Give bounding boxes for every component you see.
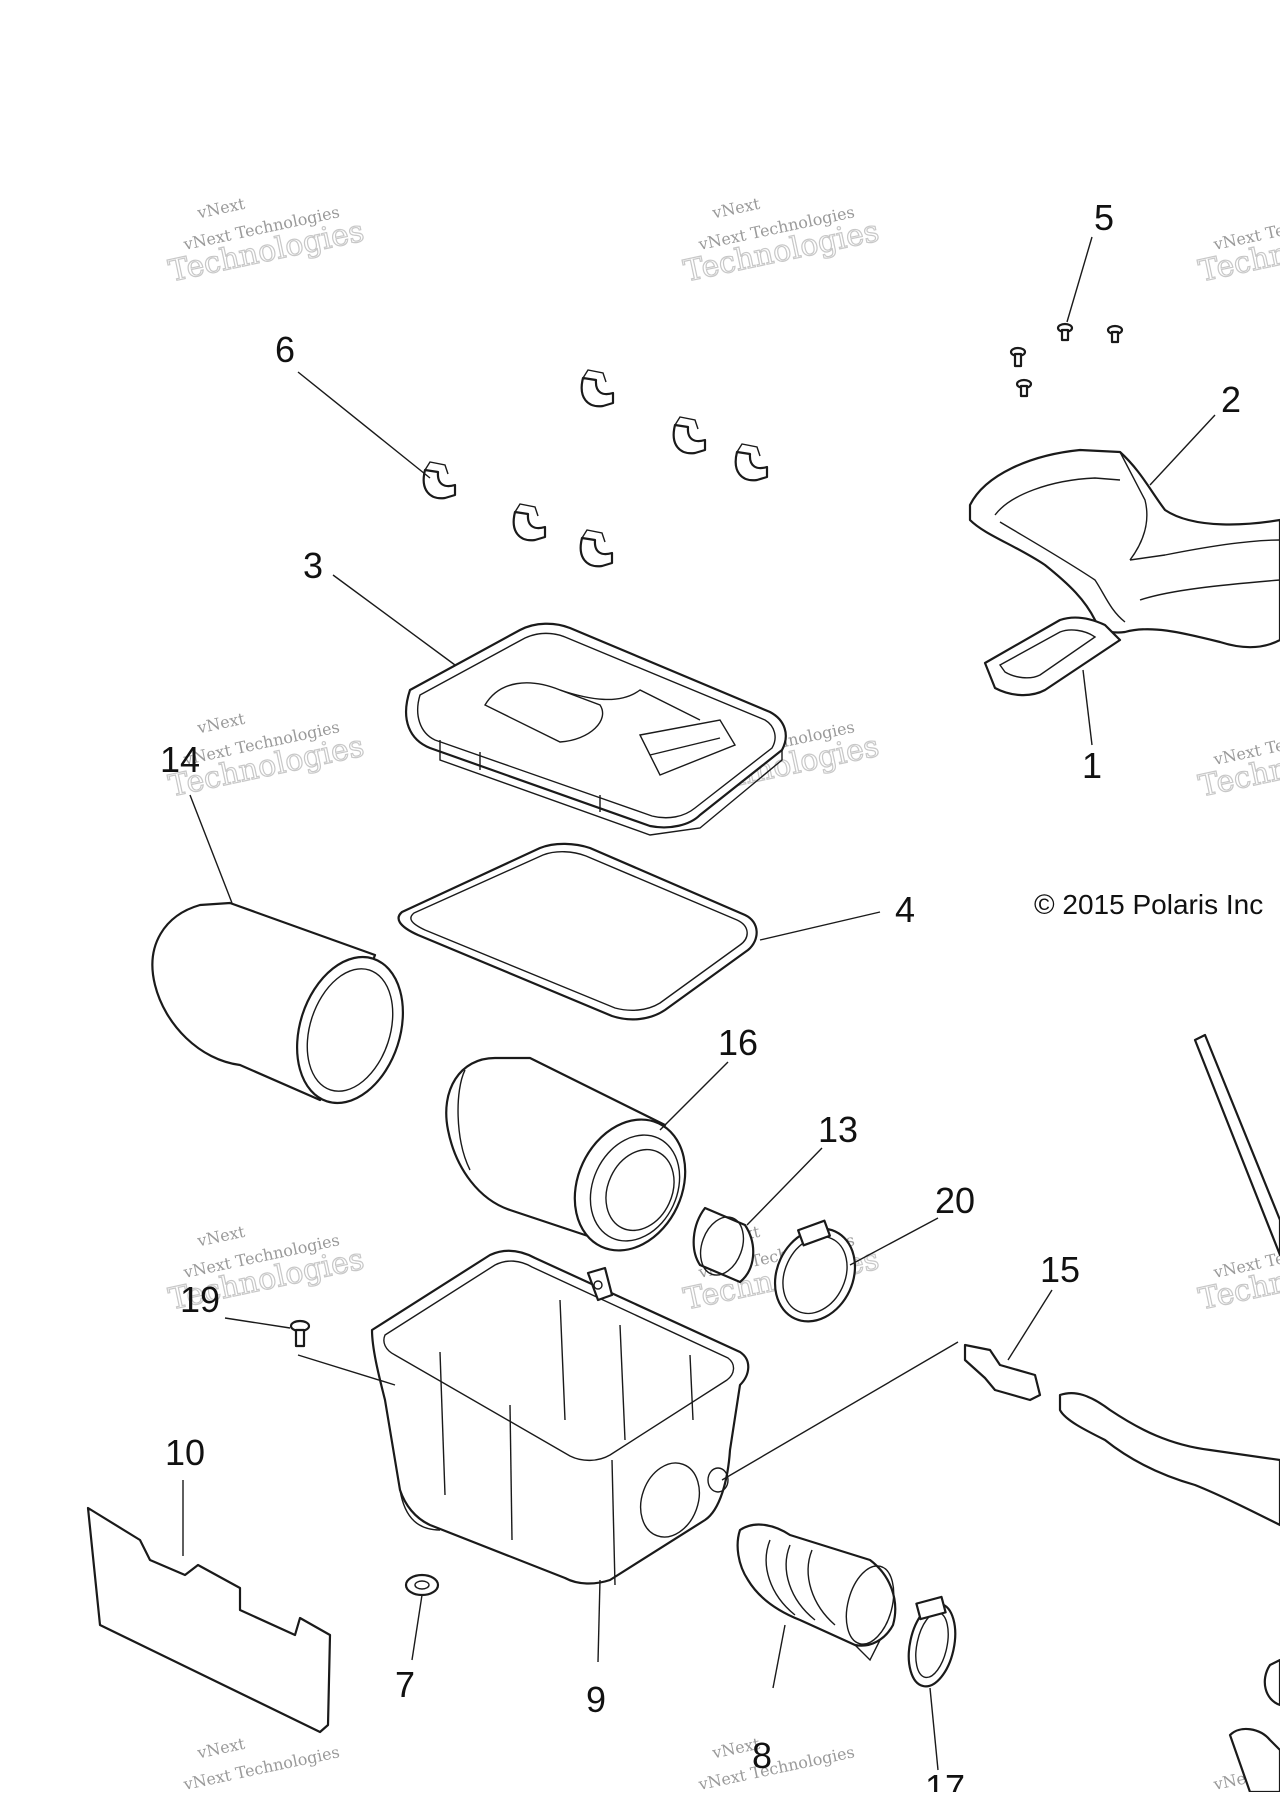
part-17-hose-clamp (907, 1595, 957, 1688)
vent-tube (1193, 1033, 1280, 1257)
part-6-clips (422, 369, 769, 568)
svg-text:vNext: vNext (195, 1222, 247, 1251)
svg-text:vNext: vNext (195, 194, 247, 223)
part-16-air-filter (445, 1056, 687, 1252)
part-20-hose-clamp (773, 1219, 857, 1323)
part-13-adapter-ring (692, 1206, 755, 1284)
callout-9: 9 (586, 1679, 606, 1720)
callout-10: 10 (165, 1432, 205, 1473)
part-14-prefilter-sleeve (151, 901, 405, 1105)
callout-14: 14 (160, 739, 200, 780)
callout-3: 3 (303, 545, 323, 586)
callout-6: 6 (275, 329, 295, 370)
svg-text:vNext: vNext (710, 194, 762, 223)
part-10-shield-panel (86, 1506, 332, 1734)
svg-text:vNext: vNext (195, 709, 247, 738)
part-19-screw (289, 1319, 311, 1348)
callout-17: 17 (925, 1767, 965, 1792)
part-2-intake-duct (968, 448, 1280, 649)
callout-8: 8 (752, 1735, 772, 1776)
callout-19: 19 (180, 1279, 220, 1320)
watermark: vNext Technologies Technologies (1195, 1230, 1280, 1318)
drain-hose (1058, 1392, 1280, 1527)
part-1-flange-plate (983, 616, 1122, 697)
part-9-airbox-base (370, 1249, 750, 1586)
part-5-screws (1009, 322, 1124, 398)
callout-labels: 5 2 1 6 3 14 4 16 13 20 15 19 10 7 9 8 1… (160, 197, 1241, 1797)
watermark: vNext vNext Technologies Technologies (680, 194, 883, 290)
part-8-outlet-coupler (736, 1523, 897, 1662)
watermark: vNext vNext Technologies (696, 1734, 856, 1794)
copyright-notice: © 2015 Polaris Inc (1034, 889, 1263, 920)
watermark: vNext vNext Technologies Technologies (165, 194, 368, 290)
callout-1: 1 (1082, 745, 1102, 786)
callout-16: 16 (718, 1022, 758, 1063)
part-7-grommet (404, 1573, 440, 1597)
svg-text:vNext: vNext (195, 1734, 247, 1763)
callout-2: 2 (1221, 379, 1241, 420)
callout-20: 20 (935, 1180, 975, 1221)
part-15-valve-fitting (963, 1343, 1042, 1402)
callout-13: 13 (818, 1109, 858, 1150)
callout-5: 5 (1094, 197, 1114, 238)
callout-15: 15 (1040, 1249, 1080, 1290)
leader-lines (182, 236, 1216, 1771)
watermark: vNext Technologies Technologies (1195, 202, 1280, 290)
part-3-airbox-lid (405, 622, 787, 836)
watermark: vNext Technologies Technologies (1195, 717, 1280, 805)
part-4-lid-seal (397, 842, 758, 1021)
hose-end (1228, 1658, 1280, 1794)
callout-7: 7 (395, 1664, 415, 1705)
callout-4: 4 (895, 889, 915, 930)
